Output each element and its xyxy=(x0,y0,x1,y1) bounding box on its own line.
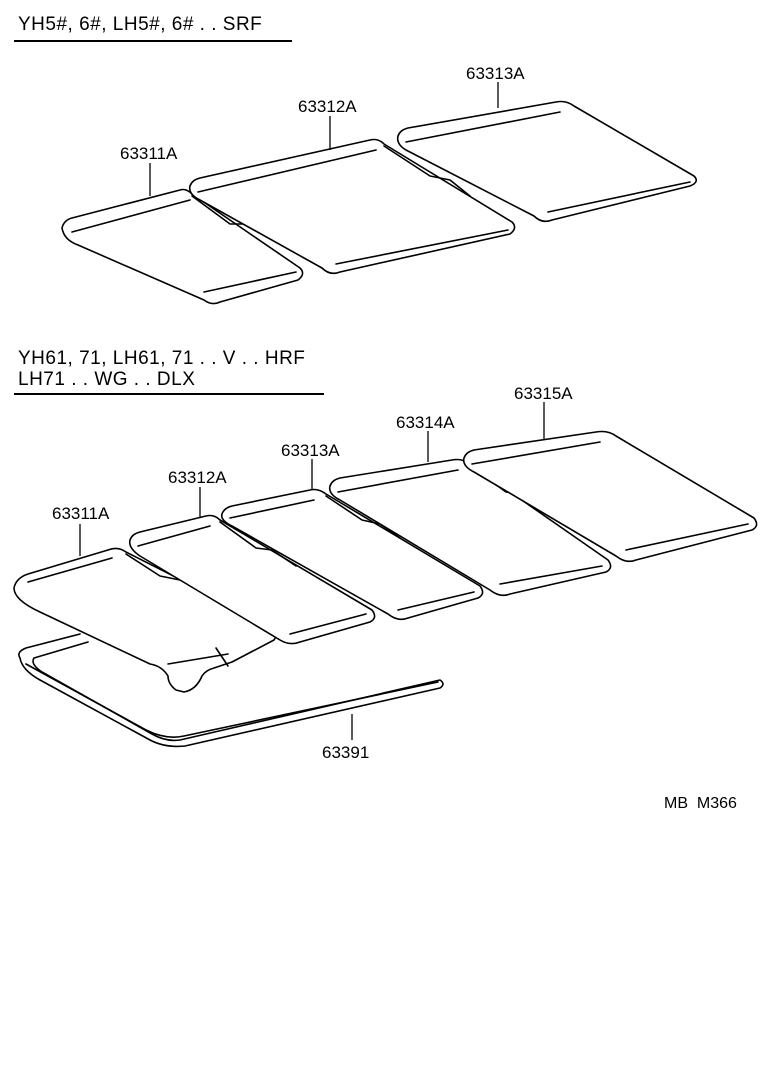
label-hrf-63312a: 63312A xyxy=(168,468,227,487)
hrf-panel-63315a xyxy=(462,430,758,563)
hrf-panel-63311a xyxy=(13,547,278,693)
srf-heading-underline xyxy=(14,40,292,42)
label-hrf-63315a: 63315A xyxy=(514,384,573,403)
label-srf-63312a: 63312A xyxy=(298,97,357,116)
srf-panel-63311a xyxy=(61,188,304,305)
hrf-heading-line2: LH71 . . WG . . DLX xyxy=(18,369,196,390)
label-srf-63313a: 63313A xyxy=(466,64,525,83)
hrf-panel-63313a xyxy=(220,488,484,621)
srf-heading: YH5#, 6#, LH5#, 6# . . SRF xyxy=(18,14,263,35)
hrf-heading-underline xyxy=(14,393,324,395)
label-63391: 63391 xyxy=(322,743,369,762)
srf-panel-63312a xyxy=(188,138,516,275)
srf-panel-63313a xyxy=(396,100,698,223)
hrf-heading-line1: YH61, 71, LH61, 71 . . V . . HRF xyxy=(18,348,306,369)
diagram-code: MB M366 xyxy=(664,795,737,812)
weatherstrip-63391 xyxy=(18,633,444,748)
label-srf-63311a: 63311A xyxy=(120,144,178,163)
label-hrf-63313a: 63313A xyxy=(281,441,340,460)
label-hrf-63311a: 63311A xyxy=(52,504,110,523)
hrf-panel-63312a xyxy=(128,514,376,645)
label-hrf-63314a: 63314A xyxy=(396,413,455,432)
